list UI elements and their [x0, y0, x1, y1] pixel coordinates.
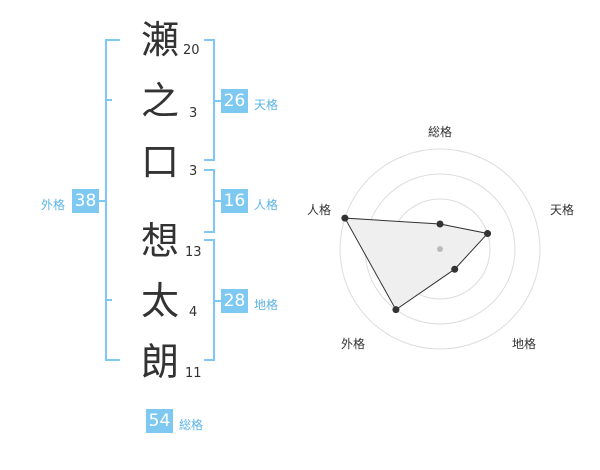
- jinkaku-bracket: [204, 169, 215, 233]
- name-char: 朗: [140, 340, 179, 384]
- radar-points: [341, 214, 492, 314]
- soukaku-value: 54: [146, 409, 173, 433]
- radar-axis-label: 天格: [550, 203, 575, 217]
- radar-point: [451, 265, 459, 273]
- chikaku-value: 28: [221, 289, 248, 313]
- chikaku-label: 地格: [254, 298, 279, 312]
- radar-axis-label: 人格: [307, 203, 332, 217]
- soukaku-label: 総格: [179, 418, 204, 432]
- jinkaku-label: 人格: [254, 198, 279, 212]
- gaikaku-value: 38: [72, 189, 99, 213]
- stroke-count: 3: [189, 106, 198, 121]
- stroke-count: 4: [189, 305, 198, 320]
- name-char: 口: [140, 140, 179, 184]
- radar-grid-ring: [339, 148, 541, 350]
- tenkaku-value: 26: [221, 89, 248, 113]
- stroke-count: 3: [189, 164, 198, 179]
- radar-polygon: [344, 217, 489, 311]
- radar-axis-label: 総格: [428, 125, 453, 139]
- stroke-count: 20: [183, 43, 200, 58]
- name-char: 瀬: [140, 18, 179, 62]
- stroke-count: 13: [185, 245, 202, 260]
- radar-point: [484, 230, 492, 238]
- radar-axis-label: 地格: [512, 337, 537, 351]
- name-char: 想: [140, 219, 179, 263]
- stroke-count: 11: [185, 366, 202, 381]
- radar-point: [341, 214, 349, 222]
- tenkaku-bracket: [204, 39, 215, 161]
- tenkaku-label: 天格: [254, 98, 279, 112]
- name-char: 太: [140, 279, 179, 323]
- name-char: 之: [140, 79, 179, 123]
- radar-point: [436, 220, 444, 228]
- radar-chart: [339, 148, 541, 350]
- gaikaku-label: 外格: [41, 198, 66, 212]
- radar-center-dot: [437, 246, 443, 252]
- chikaku-bracket: [204, 239, 215, 361]
- radar-axis-label: 外格: [341, 337, 366, 351]
- jinkaku-value: 16: [221, 189, 248, 213]
- gaikaku-bracket: [105, 39, 120, 361]
- radar-point: [392, 306, 400, 314]
